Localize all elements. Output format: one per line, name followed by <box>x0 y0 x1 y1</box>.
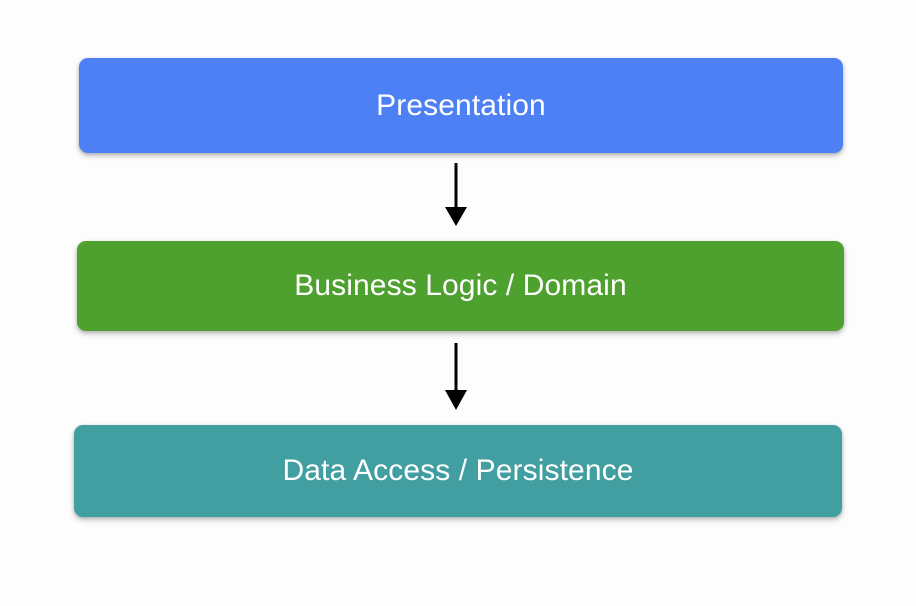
layer-box-presentation[interactable]: Presentation <box>79 58 843 153</box>
layer-label-business-logic: Business Logic / Domain <box>294 269 627 302</box>
arrow-down-glyph <box>445 163 467 226</box>
layer-box-data-access[interactable]: Data Access / Persistence <box>74 425 842 517</box>
arrow-down-icon-presentation-to-business <box>434 163 478 227</box>
layer-label-data-access: Data Access / Persistence <box>282 454 634 487</box>
arrow-down-glyph <box>445 343 467 410</box>
layer-box-business-logic[interactable]: Business Logic / Domain <box>77 241 844 331</box>
arrow-down-icon-business-to-data <box>434 343 478 411</box>
layer-label-presentation: Presentation <box>376 88 546 122</box>
